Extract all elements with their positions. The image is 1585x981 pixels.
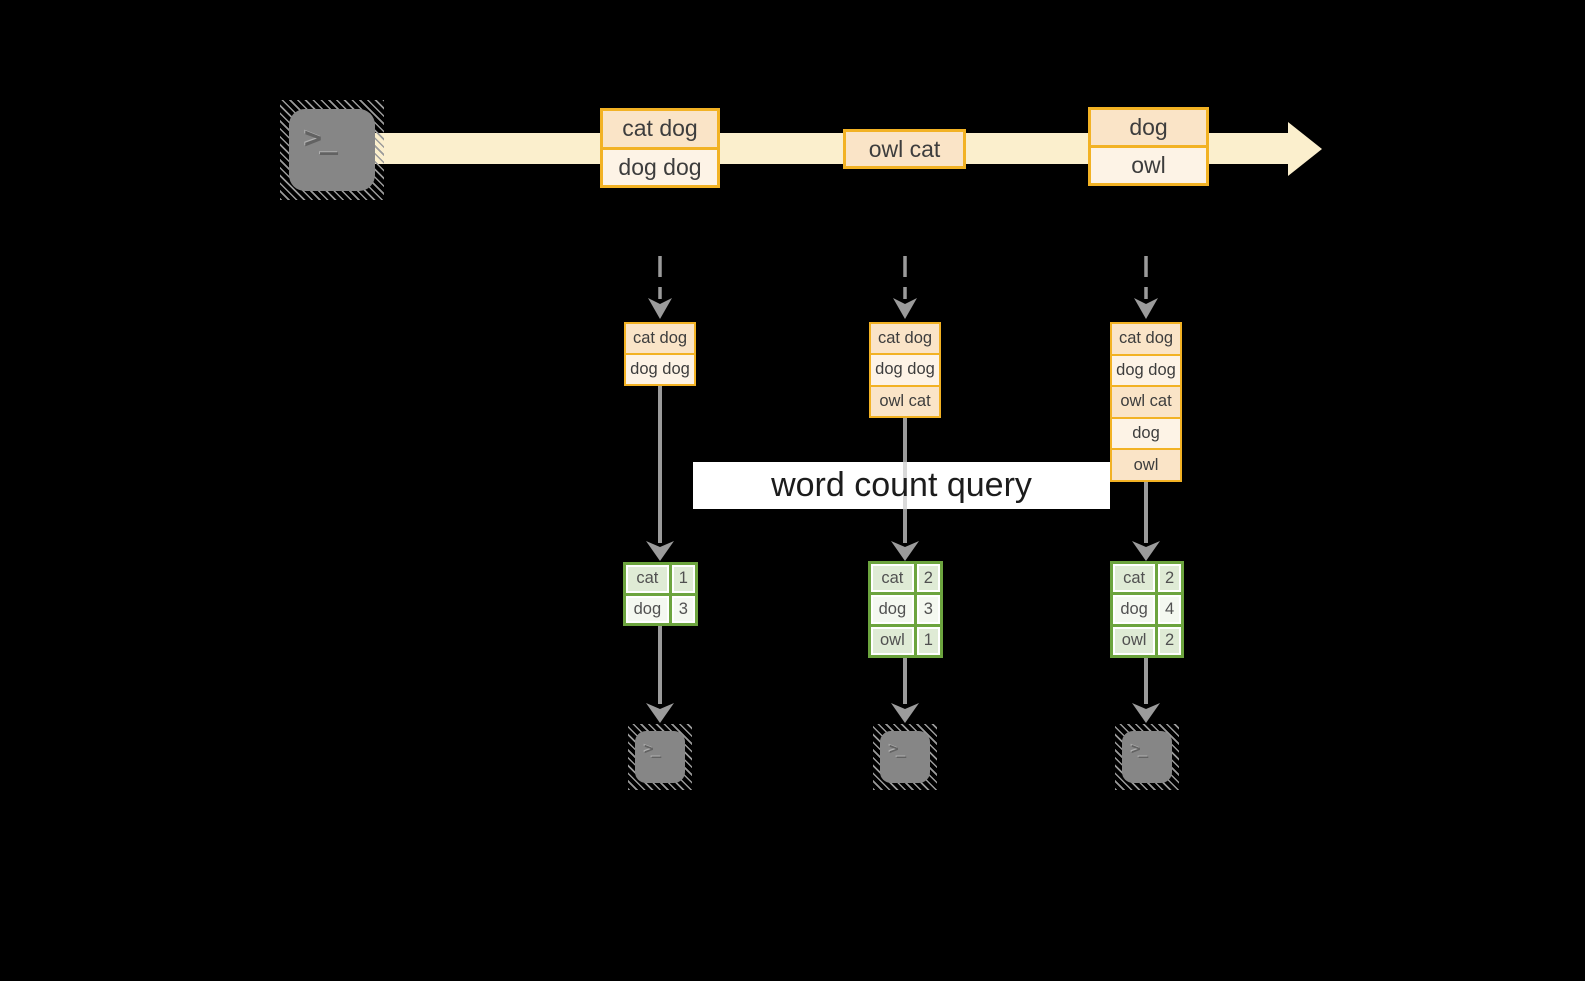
state-row: owl cat bbox=[871, 384, 939, 416]
query-arrow-column-1 bbox=[646, 386, 674, 561]
dashed-arrow-column-2 bbox=[893, 256, 917, 319]
word-cell: owl bbox=[1113, 626, 1156, 655]
state-row: cat dog bbox=[871, 324, 939, 354]
state-row: dog dog bbox=[626, 353, 694, 384]
table-row: cat 2 bbox=[1113, 564, 1181, 593]
query-arrow-column-2 bbox=[891, 418, 919, 561]
terminal-sink-screen: >_ bbox=[635, 731, 685, 783]
state-box-2: cat dog dog dog owl cat bbox=[869, 322, 941, 418]
word-cell: dog bbox=[626, 595, 669, 623]
prompt-glyph: >_ bbox=[304, 121, 338, 156]
terminal-sink-screen: >_ bbox=[1122, 731, 1172, 783]
state-row: cat dog bbox=[626, 324, 694, 353]
sink-arrow-column-2 bbox=[891, 658, 919, 723]
count-cell: 2 bbox=[1155, 626, 1181, 655]
state-row: dog dog bbox=[871, 353, 939, 385]
terminal-source-screen: >_ bbox=[289, 109, 375, 191]
word-cell: dog bbox=[1113, 595, 1156, 624]
state-row: owl bbox=[1112, 448, 1180, 480]
word-cell: dog bbox=[871, 595, 914, 624]
stream-event-row: dog dog bbox=[603, 146, 717, 185]
count-cell: 3 bbox=[913, 595, 940, 624]
sink-arrow-column-3 bbox=[1132, 658, 1160, 723]
count-cell: 1 bbox=[668, 565, 695, 593]
prompt-glyph: >_ bbox=[1131, 739, 1148, 758]
word-cell: cat bbox=[871, 564, 914, 593]
table-row: dog 3 bbox=[626, 592, 695, 623]
query-label-band bbox=[693, 462, 1110, 509]
word-cell: owl bbox=[871, 626, 914, 655]
prompt-glyph: >_ bbox=[889, 739, 906, 758]
stream-event-row: owl cat bbox=[846, 132, 963, 166]
table-row: owl 2 bbox=[1113, 623, 1181, 655]
table-row: owl 1 bbox=[871, 623, 940, 655]
sink-arrow-column-1 bbox=[646, 626, 674, 723]
table-row: dog 4 bbox=[1113, 592, 1181, 624]
stream-event-box-2: owl cat bbox=[843, 129, 966, 169]
terminal-sink-icon-2: >_ bbox=[873, 724, 937, 790]
stream-event-box-1: cat dog dog dog bbox=[600, 108, 720, 188]
terminal-sink-icon-3: >_ bbox=[1115, 724, 1179, 790]
query-label: word count query bbox=[771, 466, 1032, 504]
stream-arrowhead bbox=[1288, 122, 1322, 176]
state-row: dog bbox=[1112, 416, 1180, 449]
stream-event-row: owl bbox=[1091, 145, 1206, 183]
count-cell: 2 bbox=[1155, 564, 1181, 593]
state-row: dog dog bbox=[1112, 353, 1180, 386]
count-cell: 2 bbox=[913, 564, 940, 593]
stream-event-row: cat dog bbox=[603, 111, 717, 147]
count-cell: 4 bbox=[1155, 595, 1181, 624]
state-box-3: cat dog dog dog owl cat dog owl bbox=[1110, 322, 1182, 482]
result-table-2: cat 2 dog 3 owl 1 bbox=[868, 561, 943, 658]
state-row: cat dog bbox=[1112, 324, 1180, 354]
stream-event-box-3: dog owl bbox=[1088, 107, 1209, 186]
count-cell: 1 bbox=[913, 626, 940, 655]
state-row: owl cat bbox=[1112, 385, 1180, 417]
terminal-sink-icon-1: >_ bbox=[628, 724, 692, 790]
dashed-arrow-column-1 bbox=[648, 256, 672, 319]
table-row: cat 2 bbox=[871, 564, 940, 593]
terminal-sink-screen: >_ bbox=[880, 731, 930, 783]
table-row: dog 3 bbox=[871, 592, 940, 624]
count-cell: 3 bbox=[668, 595, 695, 623]
result-table-1: cat 1 dog 3 bbox=[623, 562, 698, 626]
word-cell: cat bbox=[1113, 564, 1156, 593]
word-cell: cat bbox=[626, 565, 669, 593]
dashed-arrow-column-3 bbox=[1134, 256, 1158, 319]
stream-event-row: dog bbox=[1091, 110, 1206, 145]
table-row: cat 1 bbox=[626, 565, 695, 593]
query-arrow-column-3 bbox=[1132, 482, 1160, 561]
state-box-1: cat dog dog dog bbox=[624, 322, 696, 386]
result-table-3: cat 2 dog 4 owl 2 bbox=[1110, 561, 1184, 658]
terminal-source-icon: >_ bbox=[280, 100, 384, 200]
prompt-glyph: >_ bbox=[644, 739, 661, 758]
